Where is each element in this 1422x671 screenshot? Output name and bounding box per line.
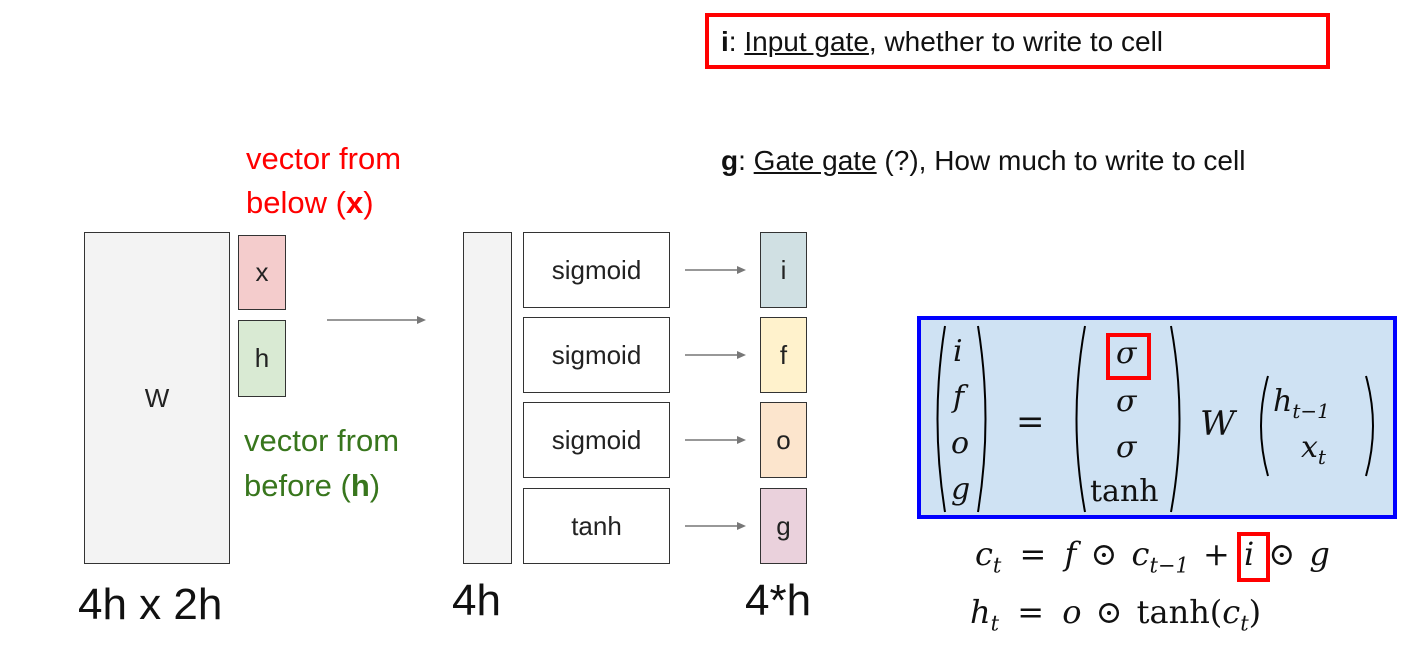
cell-i-highlight-box [1237, 532, 1270, 582]
concat-h-prev: ht−1 [1273, 384, 1330, 423]
activation-vector-close-paren [1170, 325, 1181, 513]
left-vector-i: i [953, 334, 963, 369]
gate-i-label: i [780, 254, 787, 285]
activation-sigmoid-f-label: sigmoid [551, 339, 642, 370]
gate-f: f [760, 317, 807, 393]
activation-sigma-f: σ [1116, 384, 1137, 419]
input-gate-desc: , whether to write to cell [868, 26, 1164, 57]
gate-gate-description: g: Gate gate (?), How much to write to c… [721, 145, 1245, 177]
hidden-vector-h: h [238, 320, 286, 397]
equation-w: W [1200, 404, 1235, 444]
input-gate-sep: : [728, 26, 745, 57]
vector-below-line1: vector from [246, 141, 402, 176]
gate-o: o [760, 402, 807, 478]
left-vector-o: o [951, 426, 970, 461]
hidden-update-equation: ht = o ⊙ tanh(ct) [970, 593, 1262, 636]
vector-before-line2: before (h) [244, 468, 381, 503]
input-gate-highlight-box [705, 13, 1330, 69]
gate-i: i [760, 232, 807, 308]
concat-x-t: xt [1301, 430, 1326, 469]
activation-sigmoid-i-label: sigmoid [551, 254, 642, 285]
gates-dims-label: 4*h [745, 576, 812, 625]
vector-below-line2: below (x) [246, 185, 374, 220]
input-vector-x: x [238, 235, 286, 310]
gate-g: g [760, 488, 807, 564]
gate-equation-box [917, 316, 1397, 519]
vector-below-label: vector from below (x) [246, 137, 401, 225]
left-vector-g: g [951, 472, 971, 507]
activation-sigmoid-o-label: sigmoid [551, 424, 642, 455]
left-vector-close-paren [977, 325, 987, 513]
arrow-to-g [685, 522, 746, 530]
gate-gate-desc: (?), How much to write to cell [876, 145, 1246, 176]
concat-vector-close-paren [1365, 375, 1374, 477]
gate-gate-sep: : [738, 145, 754, 176]
arrow-to-f [685, 351, 746, 359]
hidden-vector-h-label: h [254, 343, 270, 373]
weight-matrix-w: W [84, 232, 230, 564]
arrow-to-i [685, 266, 746, 274]
concat-vector-open-paren [1260, 375, 1269, 477]
multiply-arrow [327, 316, 426, 324]
input-vector-x-label: x [255, 257, 269, 287]
gate-o-label: o [776, 424, 791, 455]
left-vector-f: f [953, 380, 965, 415]
activation-tanh-g-eq: tanh [1090, 474, 1159, 509]
vector-before-line1: vector from [244, 423, 400, 458]
activation-sigmoid-f: sigmoid [523, 317, 670, 393]
vector-before-label: vector from before (h) [244, 418, 399, 508]
activation-sigma-o: σ [1116, 430, 1137, 465]
left-vector-open-paren [936, 325, 946, 513]
gate-gate-name: Gate gate [753, 145, 877, 176]
input-gate-name: Input gate [744, 26, 869, 57]
activation-tanh-g: tanh [523, 488, 670, 564]
activation-sigma-i: σ [1116, 336, 1137, 371]
cell-update-equation: ct = f ⊙ ct−1 + i ⊙ g [975, 535, 1330, 578]
equation-equals: = [1016, 402, 1045, 442]
activation-sigmoid-i: sigmoid [523, 232, 670, 308]
activation-vector-open-paren [1075, 325, 1086, 513]
activation-sigmoid-o: sigmoid [523, 402, 670, 478]
gate-gate-letter: g [721, 145, 739, 176]
preactivation-vector [463, 232, 512, 564]
input-gate-description: i: Input gate, whether to write to cell [721, 26, 1163, 58]
sigma-i-highlight-box [1106, 333, 1151, 380]
activation-tanh-g-label: tanh [571, 510, 622, 541]
input-gate-letter: i [721, 26, 729, 57]
weight-matrix-label: W [144, 382, 170, 413]
matrix-dims-label: 4h x 2h [78, 580, 223, 629]
arrow-to-o [685, 436, 746, 444]
preactivation-dims-label: 4h [452, 576, 501, 625]
gate-g-label: g [776, 510, 791, 541]
gate-f-label: f [779, 339, 788, 370]
